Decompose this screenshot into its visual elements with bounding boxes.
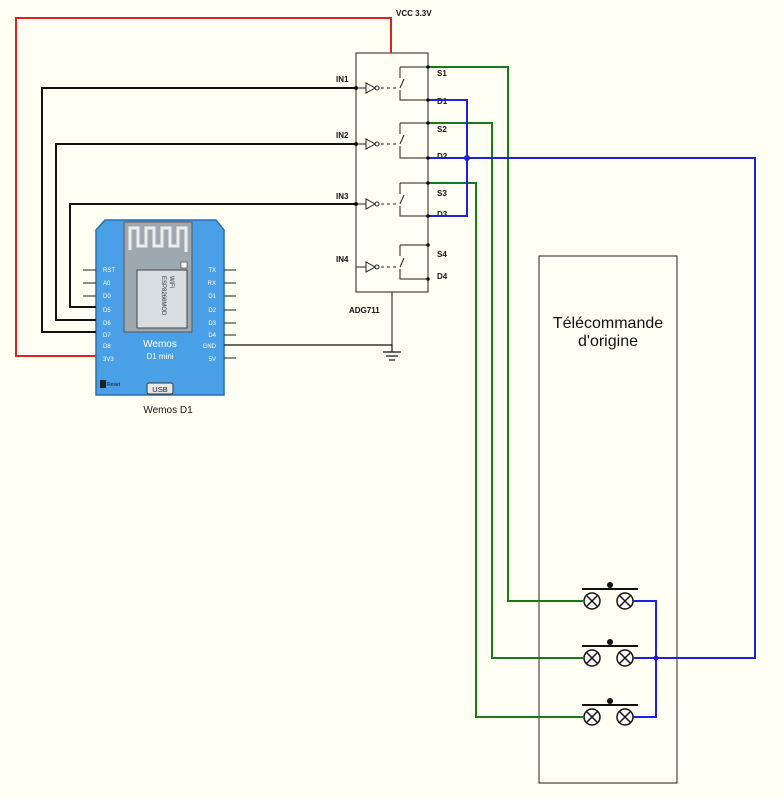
remote-title-line1: Télécommande [553,315,663,332]
pin-d5: D5 [103,308,111,314]
esp-chip [136,269,188,329]
reset-button [100,380,106,388]
buffer-1 [365,82,377,94]
buffer-3 [365,198,377,210]
green-wires [428,66,584,718]
module-wifi-text: WiFi [168,276,174,288]
switch-2 [399,134,405,145]
adg-pin-nodes [426,65,430,281]
pin-rx: RX [208,281,216,287]
usb-label: USB [152,385,167,394]
pin-d6: D6 [103,321,111,327]
adg-d3-label: D3 [437,210,448,219]
adg-d1-label: D1 [437,97,448,106]
blue-wires [428,99,756,718]
wemos-caption: Wemos D1 [143,405,193,416]
switch-1 [399,78,405,89]
pin-a0: A0 [103,281,111,287]
pin-d3: D3 [208,321,216,327]
buffer-2 [365,138,377,150]
wemos-model: D1 mini [146,352,173,361]
remote-button-3 [582,698,638,726]
remote-control: Télécommande d'origine [538,255,678,784]
pin-3v3: 3V3 [103,357,114,363]
remote-body [538,255,678,784]
adg-s3-label: S3 [437,189,447,198]
adg-in2-label: IN2 [336,131,349,140]
adg711-body [355,52,429,293]
adg-s4-label: S4 [437,250,447,259]
pin-d2: D2 [208,308,216,314]
pin-tx: TX [208,268,216,274]
adg-channel-4: IN4 S4 D4 [336,244,448,281]
wemos-left-pins: RST A0 D0 D5 D6 D7 D8 3V3 [83,268,115,363]
adg-d2-label: D2 [437,152,448,161]
antenna-trace-icon [128,226,188,252]
pin-rst: RST [103,268,115,274]
adg-s2-label: S2 [437,125,447,134]
pin-d8: D8 [103,344,111,350]
pin-gnd: GND [203,344,217,350]
pin-d0: D0 [103,294,111,300]
switch-3 [399,194,405,205]
ground [224,292,401,361]
pin-5v: 5V [209,357,216,363]
buffer-4 [365,261,377,273]
reset-label: Reset [107,382,121,388]
module-name-text: ESP8266MOD [160,276,166,316]
pin-d1: D1 [208,294,216,300]
remote-button-1 [582,582,638,610]
wemos-right-pins: TX RX D1 D2 D3 D4 GND 5V [203,268,236,363]
wemos-brand: Wemos [143,339,177,350]
adg-in1-label: IN1 [336,75,349,84]
control-wires [41,86,358,333]
pin-d4: D4 [208,333,216,339]
adg-channel-3: IN3 S3 D3 [336,182,448,219]
usb-port [146,382,174,395]
adg711-label: ADG711 [349,306,380,315]
adg-in4-label: IN4 [336,255,349,264]
adg-d4-label: D4 [437,272,448,281]
vcc-wire [15,17,392,357]
adg-channel-2: IN2 S2 D2 [336,122,448,161]
remote-button-2 [582,639,638,667]
vcc-label: VCC 3.3V [396,9,432,18]
adg-s1-label: S1 [437,69,447,78]
remote-title-line2: d'origine [578,333,638,350]
pin-d7: D7 [103,333,111,339]
wemos-board: WiFi ESP8266MOD Wemos D1 mini USB Reset … [83,219,236,416]
switch-4 [399,257,405,268]
adg-channel-1: IN1 S1 D1 [336,66,448,106]
adg-in3-label: IN3 [336,192,349,201]
